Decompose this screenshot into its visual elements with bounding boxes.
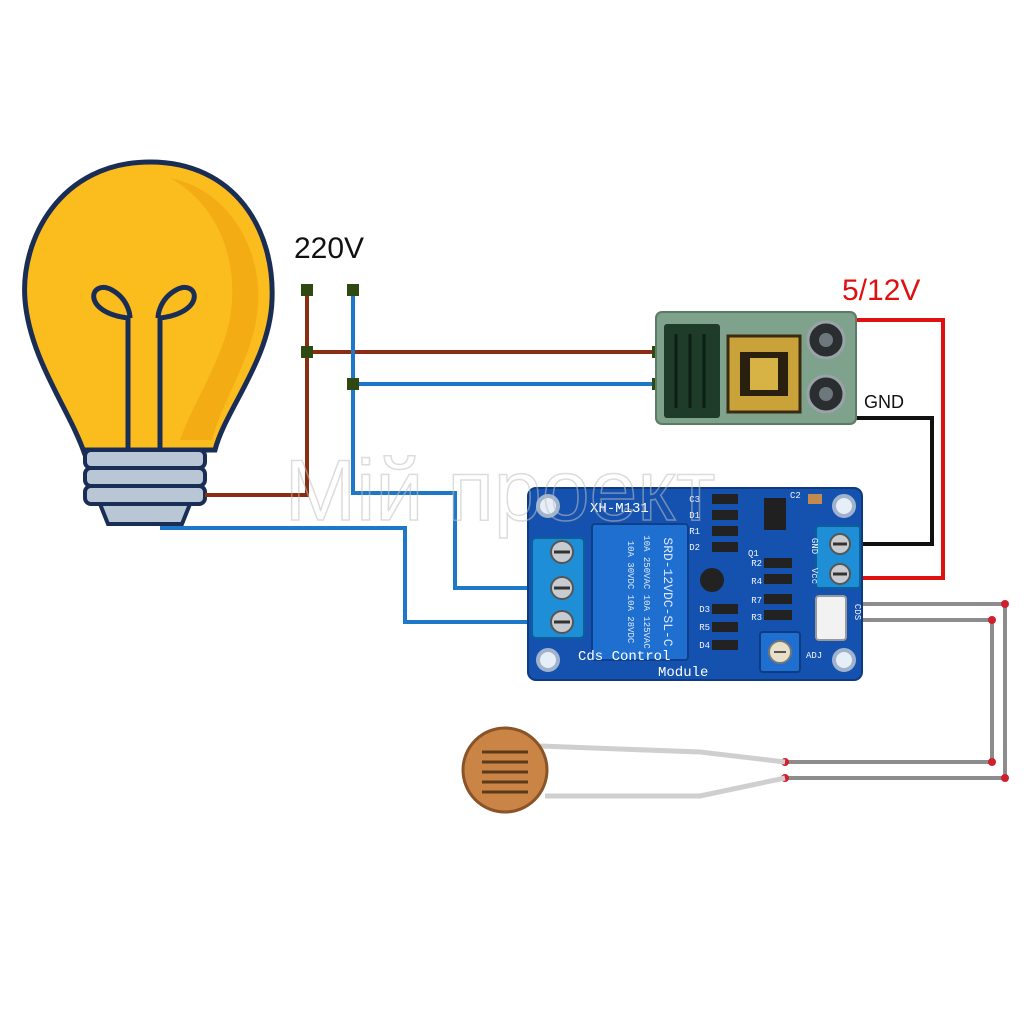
- ic-chip: [764, 498, 786, 530]
- designator: R2: [751, 559, 762, 569]
- designator: C2: [790, 491, 801, 501]
- power-screw-terminal: [815, 525, 861, 589]
- ground-label: GND: [864, 392, 904, 412]
- pin-vcc-label: Vcc: [809, 568, 819, 584]
- transistor: [700, 568, 724, 592]
- dc-voltage-label: 5/12V: [842, 274, 920, 307]
- pin-cds-label: CDS: [852, 604, 862, 620]
- module-name-line2: Module: [658, 665, 708, 681]
- relay-rating-text-2: 10A 30VDC 10A 28VDC: [625, 541, 635, 644]
- relay-model-text: SRD-12VDC-SL-C: [660, 537, 675, 646]
- module-model-label: XH-M131: [590, 501, 649, 517]
- light-bulb-icon: [22, 159, 275, 526]
- cds-connector: [815, 595, 847, 641]
- pot-adj-label: ADJ: [806, 651, 822, 661]
- component-designators: C3 D1 R1 D2 Q1 C2 R2 R4 R7 R3 D3 R5 D4: [689, 491, 801, 651]
- sensor-wire: [785, 602, 1007, 780]
- neutral-wire: [160, 290, 660, 624]
- potentiometer: [759, 631, 801, 673]
- designator: D3: [699, 605, 710, 615]
- mounting-holes: [536, 494, 856, 672]
- mains-voltage-label: 220V: [294, 232, 364, 265]
- designator: D2: [689, 543, 700, 553]
- designator: C3: [689, 495, 700, 505]
- power-supply-module: [655, 311, 857, 425]
- dc-ground-wire: [852, 416, 934, 546]
- designator: R3: [751, 613, 762, 623]
- designator: R7: [751, 596, 762, 606]
- dc-positive-wire: [848, 318, 945, 580]
- designator: D4: [699, 641, 710, 651]
- designator: R5: [699, 623, 710, 633]
- photoresistor-icon: [461, 726, 786, 814]
- smd-components: [712, 494, 822, 650]
- live-wire: [205, 290, 660, 497]
- relay-component: SRD-12VDC-SL-C 10A 250VAC 10A 125VAC 10A…: [591, 523, 689, 661]
- pin-gnd-label: GND: [809, 538, 819, 554]
- designator: R1: [689, 527, 700, 537]
- watermark: Мій проект: [285, 443, 716, 539]
- designator: R4: [751, 577, 762, 587]
- designator: D1: [689, 511, 700, 521]
- relay-module: SRD-12VDC-SL-C 10A 250VAC 10A 125VAC 10A…: [527, 487, 863, 681]
- relay-screw-terminal: [531, 537, 585, 639]
- relay-rating-text-1: 10A 250VAC 10A 125VAC: [641, 535, 651, 649]
- designator: Q1: [748, 549, 759, 559]
- module-name-line1: Cds Control: [578, 649, 670, 665]
